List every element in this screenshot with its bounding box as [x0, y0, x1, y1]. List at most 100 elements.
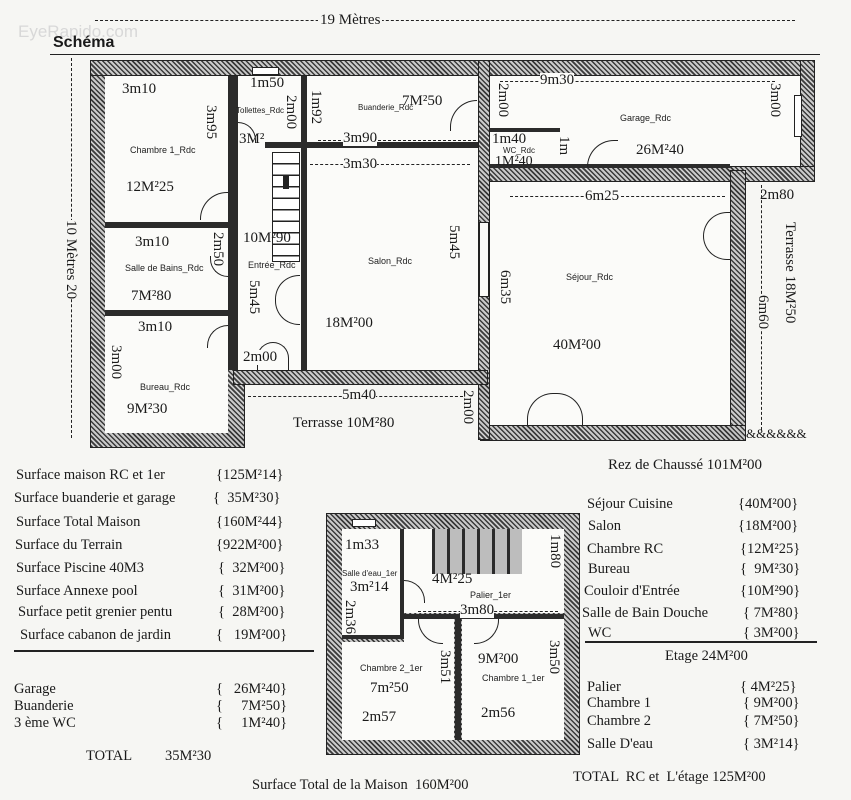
staircase: [272, 152, 300, 262]
etage-label: Chambre 2: [587, 713, 652, 729]
dimension-line: [318, 140, 476, 141]
interior-wall: [301, 76, 307, 370]
dimension: 1m50: [250, 75, 285, 91]
dimension: 2m36: [342, 600, 358, 635]
dimension: 3m00: [767, 83, 783, 118]
dimension: 5m45: [446, 225, 462, 260]
room-salon-rdc: [307, 148, 478, 370]
room-salle-de-bains-rdc: [105, 228, 228, 310]
interior-wall: [228, 76, 238, 370]
dimension: 5m45: [246, 280, 262, 315]
etage-value: { 4M²25}: [740, 679, 797, 695]
etage-label: Palier: [587, 679, 621, 695]
window-garage: [794, 95, 802, 137]
annex-label: 3 ème WC: [14, 715, 76, 731]
summary-value: { 19M²00}: [216, 627, 288, 643]
interior-wall: [490, 128, 560, 132]
room-label: Tollettes_Rdc: [236, 106, 285, 115]
dimension: 1m40: [492, 131, 527, 147]
room-area: 1M²40: [495, 154, 533, 169]
etage-value: { 3M²14}: [743, 736, 800, 752]
title-rule: [50, 54, 820, 55]
rdc-label: Séjour Cuisine: [587, 496, 673, 512]
room-label: Chambre 2_1er: [360, 663, 423, 673]
wall: [233, 370, 488, 385]
room-label: Chambre 1_1er: [482, 673, 545, 683]
dimension: 3m30: [343, 156, 378, 172]
dimension-line: [500, 81, 775, 82]
divider: [14, 650, 314, 652]
total-house-label: Surface Total de la Maison 160M²00: [252, 777, 469, 793]
annex-value: { 26M²40}: [216, 681, 288, 697]
rdc-label: Chambre RC: [587, 541, 664, 557]
divider: [585, 641, 817, 643]
room-area: 3m²14: [350, 579, 389, 595]
dimension: 2m80: [760, 187, 795, 203]
interior-wall: [400, 529, 404, 639]
dimension: 2m00: [460, 390, 476, 425]
window-salon-sejour: [479, 222, 489, 297]
room-area: 4M²25: [432, 571, 473, 587]
room-area: 18M²00: [325, 315, 373, 331]
interior-wall: [455, 614, 461, 740]
room-label: Salle de Bains_Rdc: [125, 263, 204, 273]
room-bureau-rdc: [105, 316, 228, 433]
room-area: 12M²25: [126, 179, 174, 195]
annex-value: { 1M²40}: [216, 715, 288, 731]
rdc-value: { 9M²30}: [740, 561, 801, 577]
room-area: 9M²00: [478, 651, 519, 667]
room-area: 7M²50: [402, 93, 443, 109]
window-salle-deau: [352, 519, 376, 527]
room-chambre2-1er: [342, 642, 454, 740]
summary-label: Surface petit grenier pentu: [18, 604, 173, 620]
terrace-east-label: Terrasse 18M²50: [782, 222, 798, 324]
room-garage-rdc: [490, 76, 800, 166]
room-label: Entrée_Rdc: [248, 260, 296, 270]
etage-title: Etage 24M²00: [665, 648, 748, 664]
wall: [800, 60, 815, 180]
room-label: Salon_Rdc: [368, 256, 413, 266]
dimension: 3m10: [122, 81, 157, 97]
dimension: 3m10: [138, 319, 173, 335]
wall: [90, 60, 490, 76]
dimension: 1m92: [308, 90, 324, 125]
dimension: 2m57: [362, 709, 397, 725]
room-chambre1-rdc: [105, 76, 228, 222]
room-area: 10M²90: [243, 230, 291, 246]
rdc-value: {10M²90}: [740, 583, 801, 599]
dimension: 3m10: [135, 234, 170, 250]
summary-label: Surface maison RC et 1er: [16, 467, 165, 483]
rdc-label: Salon: [588, 518, 622, 534]
dimension: 3m80: [460, 602, 495, 618]
room-label: Salle d'eau_1er: [342, 569, 398, 578]
rdc-label: Salle de Bain Douche: [582, 605, 709, 621]
width-label: 19 Mètres: [318, 12, 383, 29]
room-label: Chambre 1_Rdc: [130, 145, 196, 155]
wall: [480, 425, 746, 441]
window-toilettes: [252, 67, 279, 75]
dimension: 3m51: [437, 650, 453, 685]
room-label: WC_Rdc: [503, 146, 536, 155]
dimension: 3m50: [546, 640, 562, 675]
summary-value: { 31M²00}: [218, 583, 286, 599]
room-buanderie-rdc: [307, 76, 478, 142]
room-sejour-rdc: [490, 182, 730, 425]
wall: [485, 60, 815, 76]
rdc-value: { 3M²00}: [743, 625, 800, 641]
summary-value: {160M²44}: [216, 514, 284, 530]
rdc-label: Bureau: [588, 561, 630, 577]
room-area: 3M²: [239, 131, 265, 147]
summary-label: Surface buanderie et garage: [14, 490, 176, 506]
hedge-symbol: &&&&&&: [746, 426, 807, 441]
total-rc-etage-label: TOTAL RC et L'étage 125M²00: [573, 769, 766, 785]
dimension: 2m00: [243, 349, 278, 365]
dimension: 1m33: [345, 537, 380, 553]
interior-wall: [342, 635, 404, 639]
room-label: Palier_1er: [470, 590, 512, 600]
dimension: 3m00: [108, 345, 124, 380]
room-label: Séjour_Rdc: [566, 272, 614, 282]
summary-value: { 35M²30}: [213, 490, 281, 506]
summary-value: {922M²00}: [216, 537, 284, 553]
room-area: 40M²00: [553, 337, 601, 353]
interior-wall: [105, 222, 228, 228]
